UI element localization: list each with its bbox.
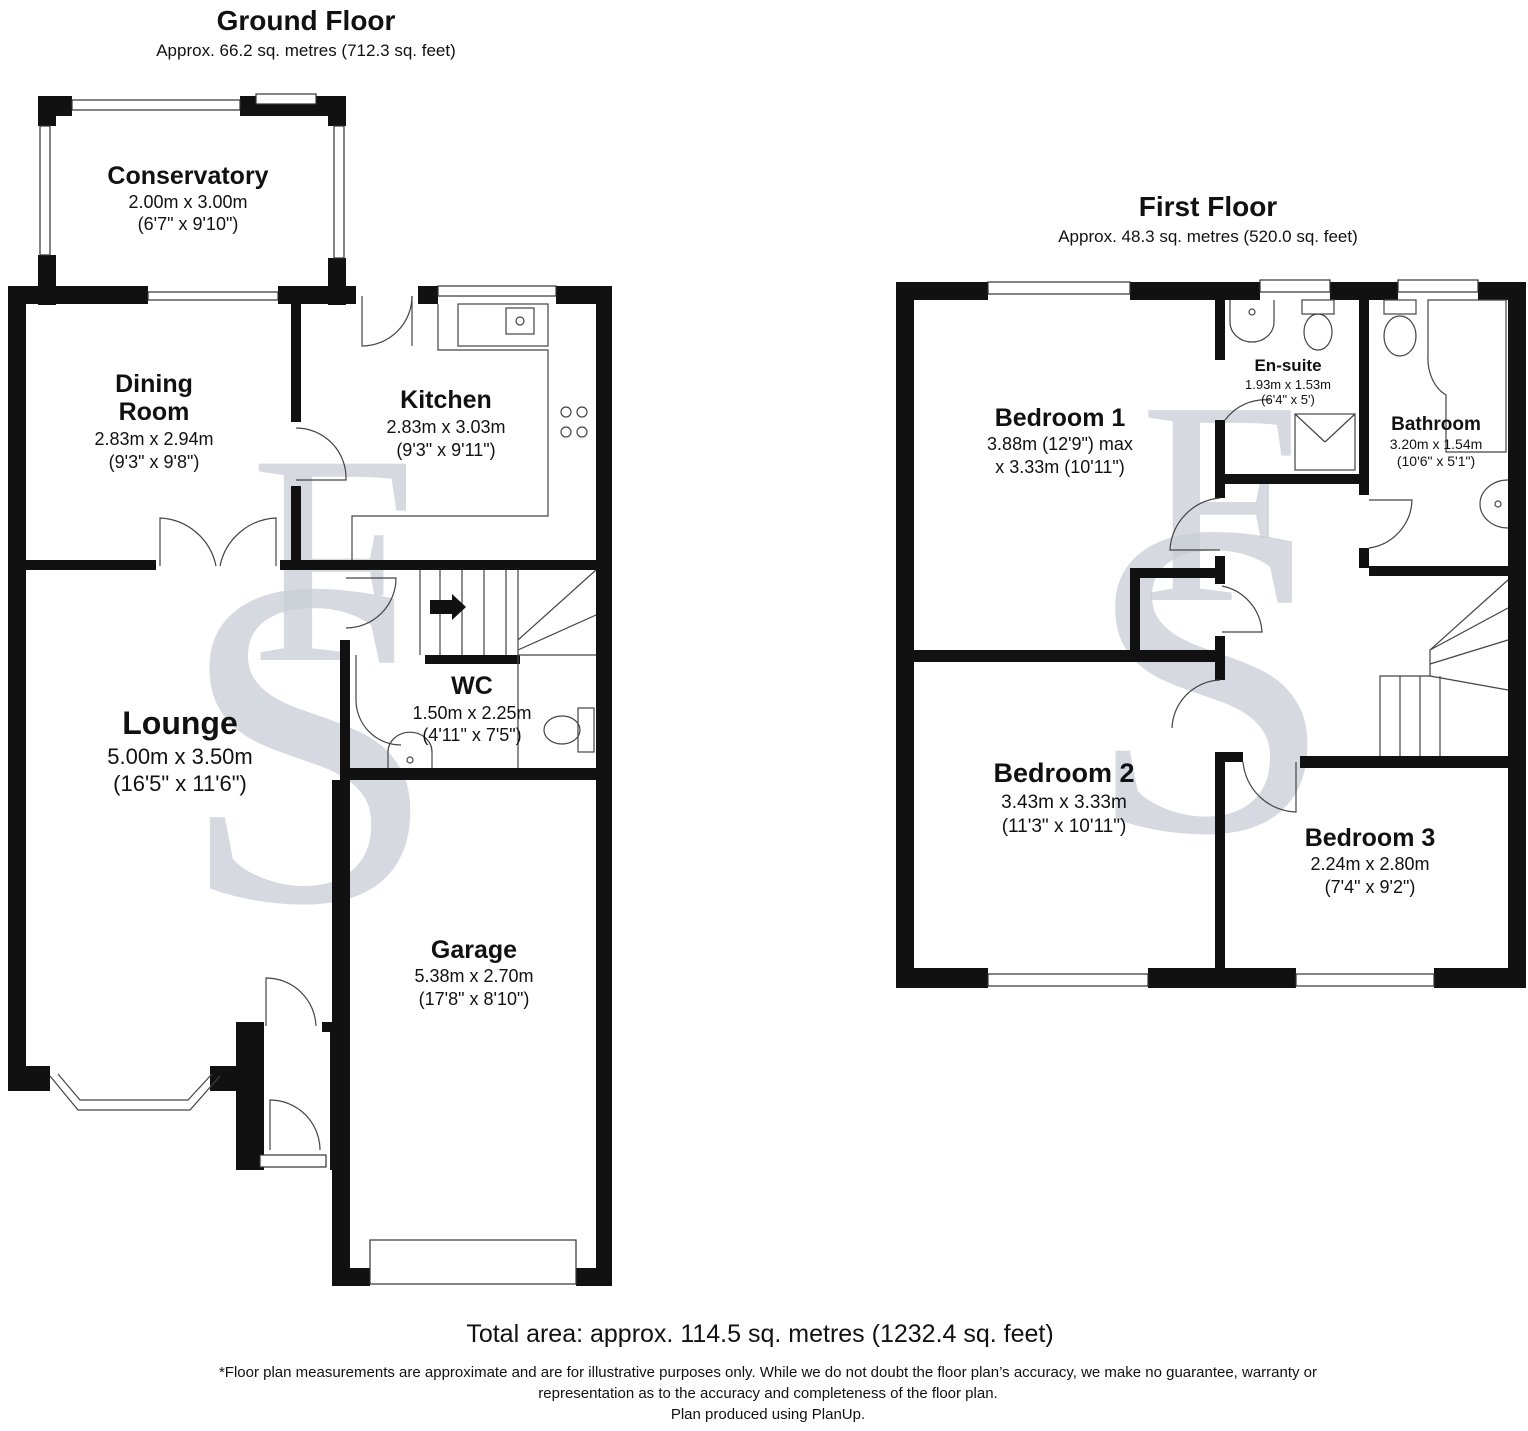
- room-name: WC: [451, 672, 493, 700]
- room-bedroom-3: Bedroom 3 2.24m x 2.80m (7'4" x 9'2"): [1305, 824, 1436, 897]
- room-dimensions-imperial: (10'6" x 5'1"): [1397, 453, 1475, 469]
- room-name: Bathroom: [1391, 414, 1481, 435]
- ground-floor-title: Ground Floor: [217, 5, 396, 36]
- stairs-arrow-icon: [430, 594, 466, 620]
- room-name: Kitchen: [400, 386, 492, 414]
- room-conservatory: Conservatory 2.00m x 3.00m (6'7" x 9'10"…: [107, 162, 268, 234]
- room-dimensions-metric: 3.88m (12'9") max: [987, 434, 1133, 454]
- disclaimer-line-2: representation as to the accuracy and co…: [538, 1385, 997, 1402]
- room-dimensions-imperial: (4'11" x 7'5"): [422, 725, 521, 745]
- room-name: Bedroom 1: [995, 404, 1126, 432]
- room-dimensions-imperial: (17'8" x 8'10"): [419, 989, 530, 1009]
- total-area: Total area: approx. 114.5 sq. metres (12…: [466, 1320, 1053, 1348]
- room-wc: WC 1.50m x 2.25m (4'11" x 7'5"): [412, 672, 531, 745]
- room-dimensions-imperial: (6'4" x 5'): [1261, 392, 1315, 407]
- room-name: Dining: [115, 370, 193, 398]
- room-name: Bedroom 2: [993, 758, 1134, 788]
- room-dimensions-imperial: x 3.33m (10'11"): [995, 457, 1125, 477]
- disclaimer-line-1: *Floor plan measurements are approximate…: [219, 1364, 1317, 1381]
- room-kitchen: Kitchen 2.83m x 3.03m (9'3" x 9'11"): [386, 386, 505, 460]
- room-dimensions-imperial: (9'3" x 9'8"): [109, 452, 200, 472]
- room-dimensions-imperial: (11'3" x 10'11"): [1002, 816, 1127, 837]
- room-lounge: Lounge 5.00m x 3.50m (16'5" x 11'6"): [107, 705, 253, 796]
- first-floor-walls: [896, 282, 1526, 988]
- plan-credit: Plan produced using PlanUp.: [671, 1406, 865, 1423]
- first-floor-fittings: [987, 279, 1509, 987]
- first-floor-title: First Floor: [1139, 191, 1278, 222]
- room-bedroom-2: Bedroom 2 3.43m x 3.33m (11'3" x 10'11"): [993, 758, 1134, 837]
- room-name: Lounge: [122, 705, 238, 741]
- watermark-first: S F: [1085, 342, 1335, 928]
- room-dimensions-imperial: (6'7" x 9'10"): [138, 214, 239, 234]
- room-garage: Garage 5.38m x 2.70m (17'8" x 8'10"): [414, 936, 533, 1009]
- room-dimensions-metric: 5.38m x 2.70m: [414, 966, 533, 986]
- room-dimensions-imperial: (7'4" x 9'2"): [1325, 877, 1416, 897]
- room-dimensions-metric: 2.83m x 3.03m: [386, 417, 505, 437]
- room-dimensions-metric: 5.00m x 3.50m: [107, 744, 253, 769]
- room-dimensions-imperial: (9'3" x 9'11"): [396, 440, 495, 460]
- first-stairs: [1379, 579, 1509, 756]
- watermark-ground: S F: [178, 393, 439, 1002]
- room-dimensions-metric: 3.20m x 1.54m: [1390, 436, 1483, 452]
- room-dimensions-metric: 2.00m x 3.00m: [128, 192, 247, 212]
- room-bathroom: Bathroom 3.20m x 1.54m (10'6" x 5'1"): [1390, 414, 1483, 469]
- ground-stairs: [419, 569, 597, 768]
- watermark-letter-s: S: [1085, 430, 1335, 928]
- room-dimensions-metric: 2.24m x 2.80m: [1310, 854, 1429, 874]
- room-dimensions-metric: 3.43m x 3.33m: [1001, 792, 1127, 813]
- room-dimensions-imperial: (16'5" x 11'6"): [113, 771, 247, 796]
- room-name: Bedroom 3: [1305, 824, 1436, 852]
- room-en-suite: En-suite 1.93m x 1.53m (6'4" x 5'): [1245, 356, 1331, 407]
- ground-floor-area: Approx. 66.2 sq. metres (712.3 sq. feet): [156, 41, 456, 60]
- room-dimensions-metric: 2.83m x 2.94m: [94, 429, 213, 449]
- room-name-line-2: Room: [119, 398, 190, 426]
- room-dimensions-metric: 1.93m x 1.53m: [1245, 377, 1331, 392]
- watermark-letter-f: F: [250, 393, 417, 725]
- room-name: Garage: [431, 936, 517, 964]
- ground-floor-fittings: [39, 93, 597, 1285]
- room-name: En-suite: [1254, 356, 1321, 375]
- watermark-letter-f: F: [1140, 342, 1301, 663]
- room-dimensions-metric: 1.50m x 2.25m: [412, 703, 531, 723]
- first-floor-area: Approx. 48.3 sq. metres (520.0 sq. feet): [1058, 227, 1358, 246]
- room-dining-room: Dining Room 2.83m x 2.94m (9'3" x 9'8"): [94, 370, 213, 472]
- room-name: Conservatory: [107, 162, 268, 190]
- room-bedroom-1: Bedroom 1 3.88m (12'9") max x 3.33m (10'…: [987, 404, 1133, 477]
